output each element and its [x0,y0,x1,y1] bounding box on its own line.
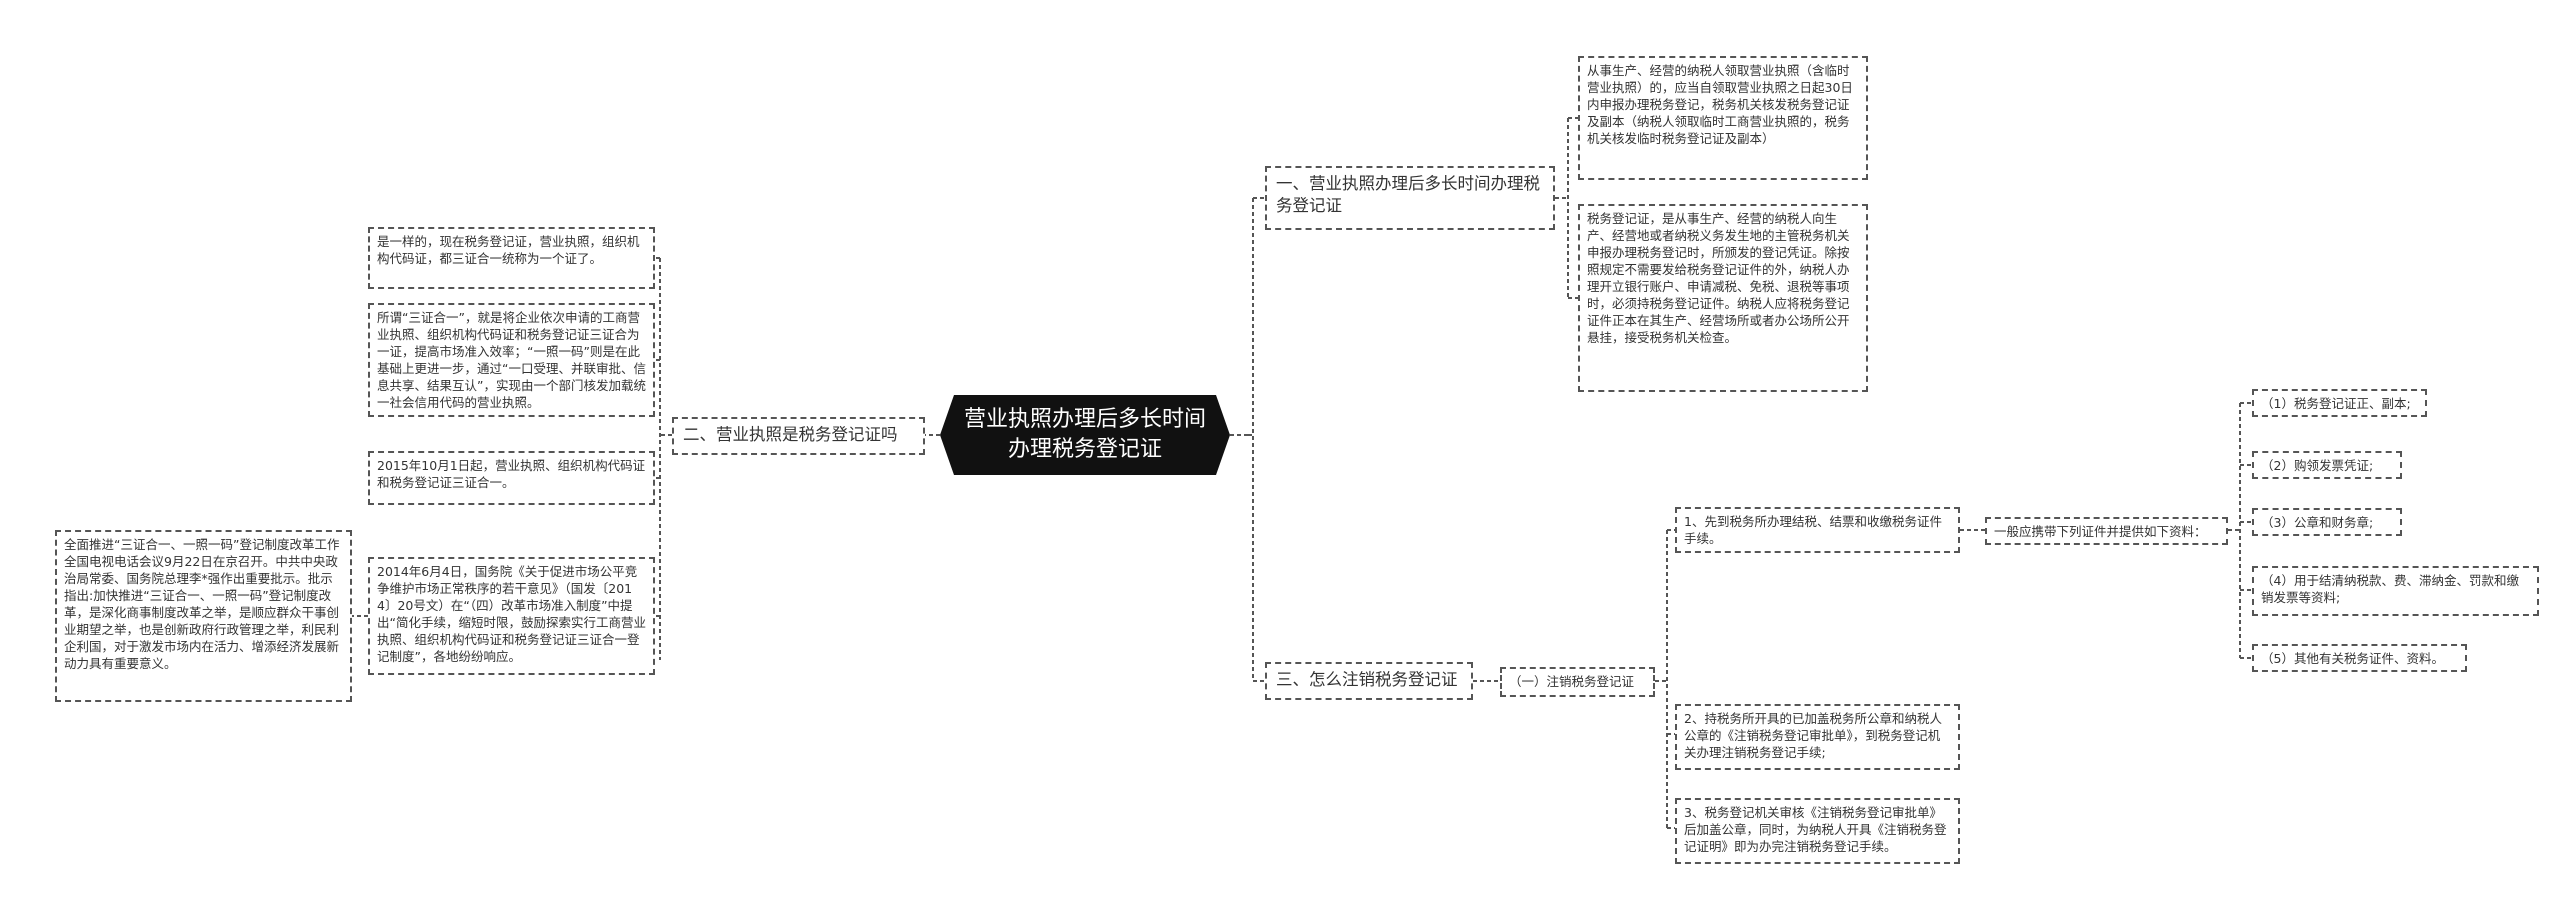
b3-sub-topic[interactable]: （一）注销税务登记证 [1500,667,1655,697]
root-title: 营业执照办理后多长时间办理税务登记证 [964,407,1207,462]
branch-2-topic[interactable]: 二、营业执照是税务登记证吗 [672,417,925,455]
b3-materials-label[interactable]: 一般应携带下列证件并提供如下资料： [1985,517,2228,545]
connector-b2 [655,257,672,660]
branch-1-label: 一、营业执照办理后多长时间办理税务登记证 [1276,174,1540,215]
b3-material-1-text: （1）税务登记证正、副本; [2261,396,2411,411]
b3-material-5-text: （5）其他有关税务证件、资料。 [2261,651,2444,666]
b3-step-3-text: 3、税务登记机关审核《注销税务登记审批单》后加盖公章，同时，为纳税人开具《注销税… [1684,805,1947,854]
b3-materials-label-text: 一般应携带下列证件并提供如下资料： [1994,524,2207,539]
b2-child-1[interactable]: 是一样的，现在税务登记证，营业执照，组织机构代码证，都三证合一统称为一个证了。 [368,227,655,289]
b1-child-2[interactable]: 税务登记证，是从事生产、经营的纳税人向生产、经营地或者纳税义务发生地的主管税务机… [1578,204,1868,392]
b3-step-2[interactable]: 2、持税务所开具的已加盖税务所公章和纳税人公章的《注销税务登记审批单》，到税务登… [1675,704,1960,770]
b3-material-3[interactable]: （3）公章和财务章; [2252,508,2402,536]
b2-grandchild-text: 全面推进“三证合一、一照一码”登记制度改革工作全国电视电话会议9月22日在京召开… [64,537,340,671]
b2-child-3[interactable]: 2015年10月1日起，营业执照、组织机构代码证和税务登记证三证合一。 [368,451,655,505]
b2-child-4[interactable]: 2014年6月4日，国务院《关于促进市场公平竞争维护市场正常秩序的若干意见》（国… [368,557,655,675]
root-topic[interactable]: 营业执照办理后多长时间办理税务登记证 [940,395,1230,475]
b3-step-3[interactable]: 3、税务登记机关审核《注销税务登记审批单》后加盖公章，同时，为纳税人开具《注销税… [1675,798,1960,864]
branch-3-label: 三、怎么注销税务登记证 [1276,670,1458,689]
b2-child-2[interactable]: 所谓“三证合一”，就是将企业依次申请的工商营业执照、组织机构代码证和税务登记证三… [368,303,655,417]
b2-child-4-text: 2014年6月4日，国务院《关于促进市场公平竞争维护市场正常秩序的若干意见》（国… [377,564,646,664]
branch-1-topic[interactable]: 一、营业执照办理后多长时间办理税务登记证 [1265,166,1555,230]
branch-3-topic[interactable]: 三、怎么注销税务登记证 [1265,662,1473,700]
b3-material-4[interactable]: （4）用于结清纳税款、费、滞纳金、罚款和缴销发票等资料; [2252,566,2539,616]
connector-sub-steps [1655,529,1675,829]
b2-child-2-text: 所谓“三证合一”，就是将企业依次申请的工商营业执照、组织机构代码证和税务登记证三… [377,310,646,410]
b3-material-2[interactable]: （2）购领发票凭证; [2252,451,2402,479]
connector-b1 [1555,117,1578,299]
b1-child-2-text: 税务登记证，是从事生产、经营的纳税人向生产、经营地或者纳税义务发生地的主管税务机… [1587,211,1850,345]
b1-child-1-text: 从事生产、经营的纳税人领取营业执照（含临时营业执照）的，应当自领取营业执照之日起… [1587,63,1853,146]
connector-right-trunk [1248,197,1265,682]
b3-step-2-text: 2、持税务所开具的已加盖税务所公章和纳税人公章的《注销税务登记审批单》，到税务登… [1684,711,1942,760]
b3-sub-text: （一）注销税务登记证 [1509,674,1635,689]
connector-materials [2228,402,2252,659]
b2-child-1-text: 是一样的，现在税务登记证，营业执照，组织机构代码证，都三证合一统称为一个证了。 [377,234,640,266]
b3-step-1-text: 1、先到税务所办理结税、结票和收缴税务证件手续。 [1684,514,1942,546]
b3-step-1[interactable]: 1、先到税务所办理结税、结票和收缴税务证件手续。 [1675,507,1960,553]
b2-child-3-text: 2015年10月1日起，营业执照、组织机构代码证和税务登记证三证合一。 [377,458,646,490]
b3-material-4-text: （4）用于结清纳税款、费、滞纳金、罚款和缴销发票等资料; [2261,573,2519,605]
b3-material-3-text: （3）公章和财务章; [2261,515,2374,530]
b3-material-2-text: （2）购领发票凭证; [2261,458,2374,473]
b3-material-1[interactable]: （1）税务登记证正、副本; [2252,389,2427,417]
b2-grandchild[interactable]: 全面推进“三证合一、一照一码”登记制度改革工作全国电视电话会议9月22日在京召开… [55,530,352,702]
branch-2-label: 二、营业执照是税务登记证吗 [683,425,898,444]
b1-child-1[interactable]: 从事生产、经营的纳税人领取营业执照（含临时营业执照）的，应当自领取营业执照之日起… [1578,56,1868,180]
b3-material-5[interactable]: （5）其他有关税务证件、资料。 [2252,644,2467,672]
